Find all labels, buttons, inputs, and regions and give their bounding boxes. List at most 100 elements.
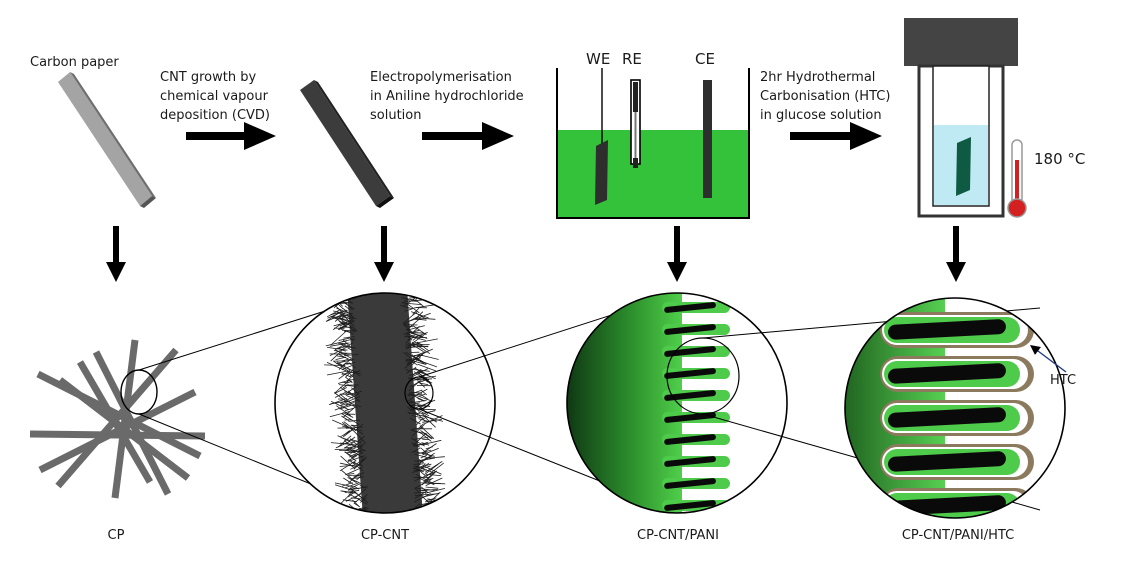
cnt-hair [408, 332, 427, 347]
cnt-hair [325, 294, 346, 299]
cnt-strand [664, 346, 716, 357]
cnt-hair [414, 287, 425, 292]
cnt-hair [339, 490, 354, 506]
cnt-hair [356, 475, 362, 481]
cnt-hair [345, 395, 354, 399]
cnt-hair [412, 351, 426, 358]
cp-cnt-zoom [274, 287, 496, 528]
cnt-hair [405, 369, 412, 373]
cnt-hair [337, 435, 352, 448]
cnt-hair [419, 371, 436, 380]
cnt-hair [404, 323, 412, 326]
cnt-hair [329, 345, 349, 357]
cnt-hair [344, 305, 351, 311]
cnt-hair [423, 415, 444, 422]
cnt-hair [344, 482, 359, 489]
cnt-hair [347, 371, 361, 375]
cnt-hair [334, 448, 356, 450]
cnt-hair [353, 498, 361, 504]
cnt-hair [417, 423, 424, 431]
cnt-hair [422, 518, 438, 521]
cnt-hair [421, 390, 427, 396]
cnt-hair [425, 497, 437, 502]
down-arrow-cp-cnt-pani-htc [946, 226, 966, 282]
cnt-hair [426, 517, 438, 518]
cnt-hair [404, 306, 413, 310]
cnt-hair [348, 336, 355, 342]
down-arrow-cp-cnt-pani [667, 226, 687, 282]
cnt-hair [332, 419, 350, 428]
cnt-hair [413, 399, 427, 403]
cp-fiber-network [29, 339, 206, 499]
carbon-paper-slab [58, 72, 156, 208]
cnt-hair [340, 393, 360, 404]
cnt-hair [424, 461, 443, 473]
carbon-paper-label: Carbon paper [30, 55, 119, 70]
cnt-hair [421, 510, 432, 513]
cnt-hair [327, 309, 341, 318]
cnt-strand [664, 412, 716, 423]
cnt-hair [335, 293, 351, 300]
cnt-hair [428, 512, 446, 513]
cnt-hair [422, 447, 439, 456]
htc-callout-arrow [1030, 345, 1067, 373]
cnt-hair [348, 419, 361, 422]
cnt-hair [338, 337, 350, 341]
cnt-hair [336, 307, 344, 312]
cnt-strand [888, 495, 1006, 516]
cnt-hair [351, 520, 362, 528]
cnt-strand [664, 324, 716, 335]
cnt-hair [407, 377, 427, 381]
cnt-hair [413, 444, 427, 446]
cnt-hair [344, 386, 357, 395]
cnt-hair [418, 399, 436, 408]
cnt-hair [411, 447, 421, 454]
cnt-hair [338, 509, 356, 513]
cnt-hair [339, 442, 360, 446]
cnt-hair [356, 429, 364, 435]
cnt-hair [352, 517, 371, 520]
cnt-hair [425, 446, 433, 450]
cnt-hair [342, 345, 356, 349]
cnt-hair [408, 380, 420, 392]
cnt-hair [421, 442, 430, 446]
cnt-hair [403, 351, 412, 359]
cnt-hair [419, 382, 429, 385]
cnt-hair [346, 379, 355, 381]
cnt-hair [345, 426, 364, 429]
cnt-hair [350, 497, 362, 500]
stage-label-cp: CP [108, 528, 125, 543]
cnt-hair [409, 417, 421, 425]
cnt-hair [339, 313, 347, 318]
cnt-hair [341, 370, 361, 375]
cnt-hair [417, 370, 425, 374]
cnt-hair [415, 463, 422, 468]
step-2-line-1: Electropolymerisation [370, 70, 512, 85]
cnt-hair [416, 380, 426, 388]
cnt-hair [353, 475, 360, 477]
cnt-hair [342, 499, 357, 503]
cnt-hair [416, 474, 435, 485]
cnt-hair [348, 436, 356, 442]
cnt-hair [424, 456, 445, 459]
cnt-hair [412, 307, 420, 315]
cnt-coated-slab [300, 80, 394, 208]
cnt-hair [423, 471, 436, 483]
cnt-hair [425, 474, 441, 476]
cnt-hair [334, 387, 347, 394]
cnt-hair [339, 464, 357, 467]
cnt-hair [335, 349, 352, 359]
stage-label-cp-cnt-pani: CP-CNT/PANI [637, 528, 719, 543]
cnt-hair [419, 457, 436, 462]
cnt-strand [664, 434, 716, 445]
cp-cnt-pani-zoom [566, 292, 788, 514]
cnt-hair [415, 317, 436, 320]
step-2-line-2: in Aniline hydrochloride [370, 89, 524, 104]
cnt-hair [411, 360, 418, 366]
cnt-hair [350, 446, 363, 454]
cnt-hair [420, 449, 432, 454]
cnt-hair [417, 455, 433, 465]
cnt-hair [406, 358, 414, 361]
hydrothermal-autoclave [904, 18, 1018, 218]
